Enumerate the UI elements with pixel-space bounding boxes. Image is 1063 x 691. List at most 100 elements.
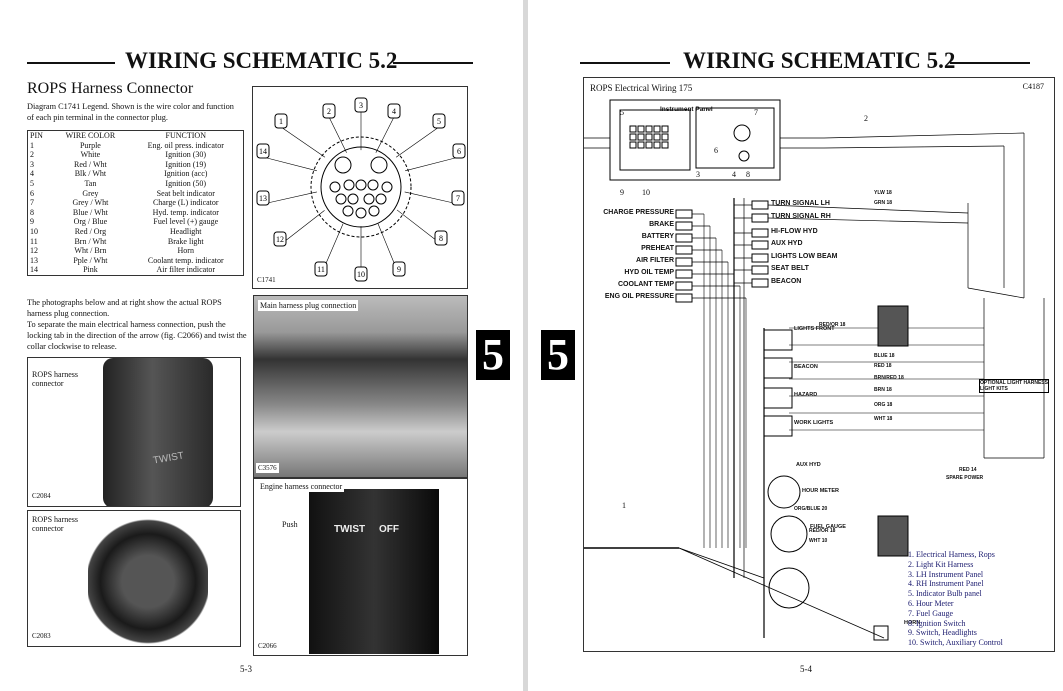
wire-label: RED 14 (959, 467, 977, 473)
wire-label: WHT 10 (809, 538, 828, 544)
legend-item: 2. Light Kit Harness (908, 559, 974, 569)
section-tab: 5 (476, 330, 510, 380)
photo-c3576: Main harness plug connection C3576 (253, 295, 468, 478)
page-gutter (523, 0, 528, 691)
body-text: The photographs below and at right show … (27, 297, 247, 352)
wire-label: WHT 18 (874, 416, 893, 422)
legend-item: 5. Indicator Bulb panel (908, 589, 982, 599)
pin-number: 4 (392, 107, 396, 116)
photo-c2066: TWIST OFF Engine harness connector Push … (253, 478, 468, 656)
right-page: 5 WIRING SCHEMATIC 5.2 ROPS Electrical W… (528, 0, 1063, 691)
wire-label: GRN 18 (874, 200, 893, 206)
table-cell: 14 (30, 265, 38, 275)
column-header: WIRE COLOR (65, 131, 116, 140)
left-page: WIRING SCHEMATIC 5.2 ROPS Harness Connec… (0, 0, 523, 691)
pin-number: 12 (276, 235, 284, 244)
table-cell: Coolant temp. indicator (147, 255, 224, 265)
table-cell: Ignition (50) (165, 178, 207, 188)
table-cell: Purple (79, 140, 101, 150)
figure-id: C2083 (32, 632, 51, 640)
callout-number: 7 (754, 108, 758, 117)
legend-item: 9. Switch, Headlights (908, 628, 977, 638)
table-cell: 6 (30, 188, 34, 198)
column-header: PIN (30, 131, 43, 140)
table-cell: Red / Org (74, 226, 107, 236)
table-cell: Blk / Wht (74, 169, 107, 179)
connector-label: TURN SIGNAL LH (771, 200, 830, 207)
table-cell: 12 (30, 246, 38, 256)
header-rule (27, 62, 115, 64)
legend-item: 3. LH Instrument Panel (908, 569, 984, 579)
legend-item: 8. Ignition Switch (908, 618, 966, 628)
wire-label: ORG 18 (874, 402, 893, 408)
wire-label: BLUE 18 (874, 353, 895, 359)
callout-number: 9 (620, 188, 624, 197)
table-cell: 3 (30, 159, 34, 169)
pin-number: 11 (317, 265, 325, 274)
legend-item: 4. RH Instrument Panel (908, 579, 984, 589)
table-cell: Hyd. temp. indicator (152, 207, 219, 217)
table-cell: 4 (30, 169, 34, 179)
table-cell: Blue / Wht (72, 207, 108, 217)
switch-label: FUEL GAUGE (810, 524, 846, 530)
paragraph: The photographs below and at right show … (27, 298, 222, 318)
pin-number: 8 (439, 234, 443, 243)
table-cell: Ignition (19) (165, 159, 207, 169)
table-cell: Grey (82, 188, 99, 198)
table-cell: Fuel level (+) gauge (153, 217, 219, 227)
switch-label: HAZARD (794, 392, 818, 398)
switch-label: HORN (904, 620, 921, 626)
table-cell: Air filter indicator (156, 265, 216, 275)
header-rule (950, 62, 1030, 64)
callout-number: 5 (620, 108, 624, 117)
column-header: FUNCTION (165, 131, 206, 140)
legend-item: 6. Hour Meter (908, 598, 954, 608)
paragraph: To separate the main electrical harness … (27, 320, 247, 351)
connector-label: PREHEAT (641, 245, 674, 252)
figure-id: C4187 (1022, 82, 1044, 91)
wire-label: ORG/BLUE 20 (794, 506, 828, 512)
figure-id: C1741 (257, 276, 276, 284)
table-cell: Ignition (acc) (164, 169, 208, 179)
photo-label: Engine harness connector (258, 481, 345, 492)
table-cell: White (80, 150, 101, 160)
table-cell: Grey / Wht (72, 198, 109, 208)
switch-label: WORK LIGHTS (794, 420, 834, 426)
table-cell: Horn (177, 246, 194, 256)
connector-label: LIGHTS LOW BEAM (771, 253, 838, 260)
table-cell: Pink (83, 265, 98, 275)
table-row: 3 Red / Wht Ignition (19) (28, 160, 244, 170)
table-cell: 5 (30, 178, 34, 188)
table-cell: 8 (30, 207, 34, 217)
connector-photo (103, 358, 213, 506)
callout-number: 8 (746, 170, 750, 179)
connector-label: HYD OIL TEMP (624, 269, 674, 276)
table-cell: Red / Wht (74, 159, 107, 169)
legend-item: 10. Switch, Auxiliary Control (908, 638, 1003, 648)
table-cell: Eng. oil press. indicator (147, 140, 224, 150)
connector-label: BATTERY (641, 233, 674, 240)
connector-label: SEAT BELT (771, 265, 809, 272)
table-cell: Charge (L) indicator (152, 198, 219, 208)
connector-label: TURN SIGNAL RH (771, 213, 831, 220)
pin-number: 9 (397, 265, 401, 274)
table-row: 14 Pink Air filter indicator (28, 265, 244, 275)
header-rule (580, 62, 670, 64)
table-cell: Brake light (167, 236, 204, 246)
engine-connector-photo (309, 489, 439, 654)
wire-label: SPARE POWER (946, 475, 984, 481)
switch-label: HOUR METER (802, 488, 839, 494)
wire-label: RED/OR 18 (809, 528, 836, 534)
switch-label: LIGHTS FRONT (794, 326, 835, 332)
